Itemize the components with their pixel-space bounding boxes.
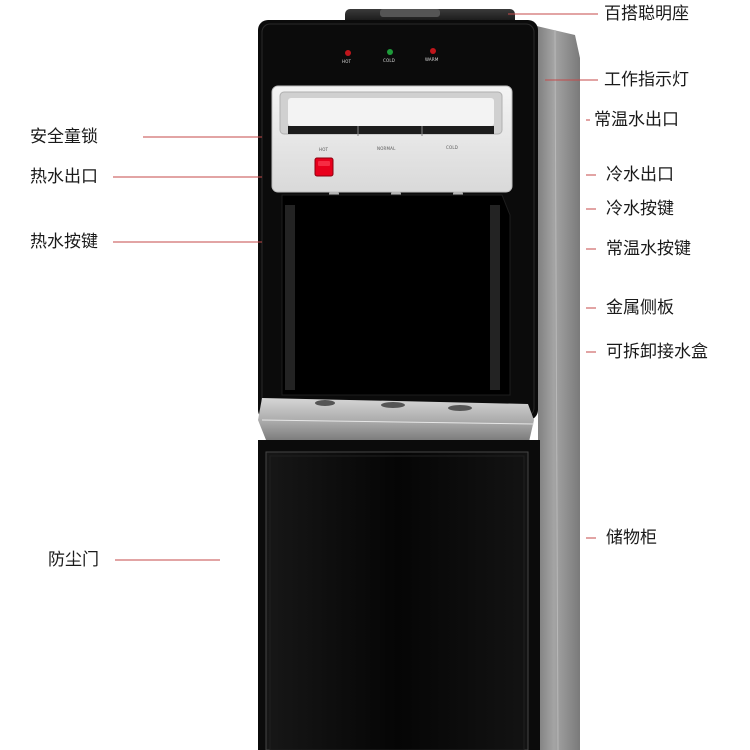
panel-normal-label: NORMAL [377, 146, 396, 151]
callout-dust-door: 防尘门 [48, 550, 99, 570]
callout-hot-key: 热水按键 [30, 232, 98, 252]
callout-normal-outlet: 常温水出口 [594, 110, 679, 130]
callout-hot-outlet: 热水出口 [30, 167, 98, 187]
drip-tray [258, 398, 535, 446]
storage-cabinet [258, 440, 540, 750]
callout-drip-tray: 可拆卸接水盒 [606, 342, 708, 362]
callout-metal-panel: 金属侧板 [606, 298, 674, 318]
indicator-lights: HOT COLD WARM [342, 48, 439, 64]
callout-cabinet: 储物柜 [606, 528, 657, 548]
callout-indicator-lights: 工作指示灯 [604, 70, 689, 90]
indicator-cold-label: COLD [383, 58, 395, 63]
metal-side-panel [528, 24, 580, 750]
indicator-warm-label: WARM [425, 57, 439, 62]
callout-cold-outlet: 冷水出口 [606, 165, 674, 185]
dispensing-niche [281, 194, 511, 396]
callout-cold-key: 冷水按键 [606, 199, 674, 219]
panel-hot-label: HOT [319, 147, 329, 152]
panel-cold-label: COLD [446, 145, 458, 150]
callout-child-lock: 安全童锁 [30, 127, 98, 147]
indicator-hot-light [345, 50, 351, 56]
indicator-warm-light [430, 48, 436, 54]
indicator-cold-light [387, 49, 393, 55]
leader-lines [113, 13, 598, 561]
indicator-hot-label: HOT [342, 59, 352, 64]
control-panel: HOT NORMAL COLD [271, 85, 513, 193]
callout-smart-base: 百搭聪明座 [604, 4, 689, 24]
hot-water-button[interactable] [314, 157, 334, 177]
callout-normal-key: 常温水按键 [606, 239, 691, 259]
dust-door[interactable] [265, 451, 529, 750]
